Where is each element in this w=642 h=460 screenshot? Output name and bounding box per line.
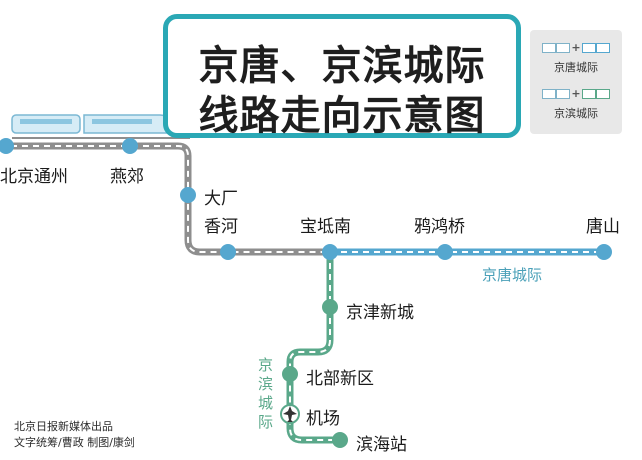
line-label-jingtang: 京唐城际 [482,266,543,284]
station-label-jichang: 机场 [306,409,340,429]
station-label-xianghe: 香河 [204,217,238,237]
legend-label: 京滨城际 [554,107,598,120]
credit-publisher: 北京日报新媒体出品 [14,420,113,433]
station-label-tangshan: 唐山 [586,217,620,237]
station-label-jinjin-xincheng: 京津新城 [346,303,414,323]
station-dot-baodi-nan [322,244,338,260]
station-dot-beijing-tongzhou [0,138,14,154]
legend-label: 京唐城际 [554,61,598,74]
station-label-dachang: 大厂 [204,189,238,209]
station-label-beijing-tongzhou: 北京通州 [0,167,68,187]
title-box: 京唐、京滨城际 线路走向示意图 [163,14,521,139]
line-label-jingbin: 京滨城际 [258,356,274,431]
station-label-yahongqiao: 鸦鸿桥 [414,217,465,237]
legend: + 京唐城际 + 京滨城际 [530,30,622,134]
page-subtitle: 线路走向示意图 [198,93,486,139]
station-dot-binhai [332,432,348,448]
station-dot-xianghe [220,244,236,260]
page-title: 京唐、京滨城际 [198,43,486,89]
station-dot-beibu-xinqu [282,366,298,382]
credit-authors: 文字统筹/曹政 制图/康剑 [14,436,135,449]
station-label-binhai: 滨海站 [356,435,407,455]
train-car-icon: + [530,40,622,54]
airport-icon [280,404,300,424]
station-label-baodi-nan: 宝坻南 [300,217,351,237]
station-dot-dachang [180,187,196,203]
station-label-beibu-xinqu: 北部新区 [306,369,374,389]
legend-item-jingtang: + 京唐城际 [530,40,622,75]
legend-item-jingbin: + 京滨城际 [530,86,622,121]
station-dot-yahongqiao [437,244,453,260]
train-car-icon: + [530,86,622,100]
station-dot-yanjiao [122,138,138,154]
station-dot-tangshan [596,244,612,260]
station-dot-jinjin-xincheng [322,299,338,315]
station-label-yanjiao: 燕郊 [110,167,144,187]
